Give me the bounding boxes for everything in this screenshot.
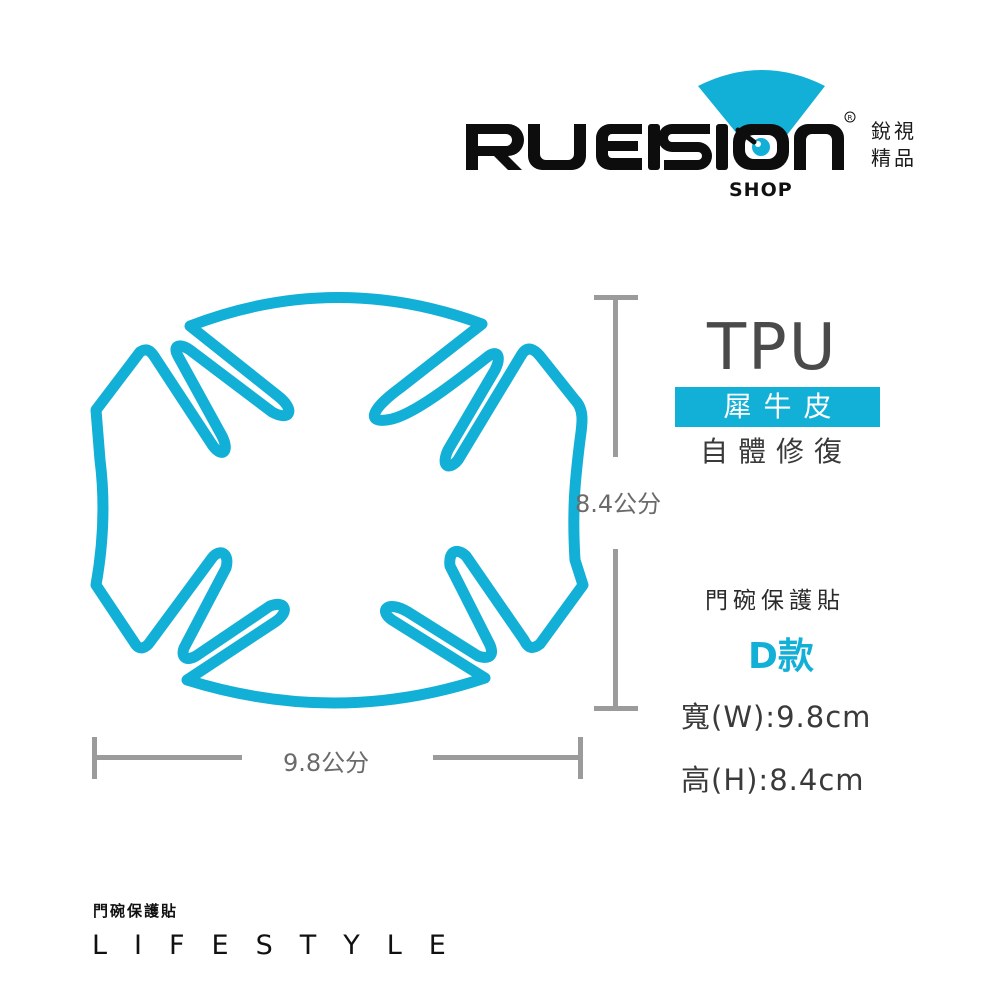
- footer-tagline: LIFESTYLE: [92, 930, 473, 961]
- height-dim-lower-line: [613, 549, 618, 709]
- logo-graphic-icon: R: [466, 70, 856, 170]
- footer-category: 門碗保護貼: [93, 902, 179, 920]
- logo-fan-icon: [698, 70, 825, 135]
- logo-shop-label: SHOP: [729, 179, 793, 201]
- height-dim-upper-line: [613, 297, 618, 457]
- width-dim-left-line: [94, 755, 242, 760]
- height-dim-label: 8.4公分: [575, 490, 662, 518]
- height-dim-bottom-cap: [594, 706, 638, 711]
- material-banner: 犀牛皮: [675, 387, 880, 427]
- width-dim-right-line: [433, 755, 581, 760]
- height-spec: 高(H):8.4cm: [681, 763, 865, 797]
- width-dim-right-cap: [578, 737, 583, 779]
- logo-cjk-line2: 精品: [871, 146, 917, 170]
- width-spec: 寬(W):9.8cm: [681, 700, 872, 734]
- registered-mark-icon: R: [848, 114, 853, 122]
- brand-logo: R 銳視 精品 SHOP: [462, 62, 932, 207]
- product-name: 門碗保護貼: [705, 588, 845, 614]
- width-dim-label: 9.8公分: [283, 749, 370, 777]
- variant-label: D款: [748, 636, 814, 677]
- logo-cjk-line1: 銳視: [871, 119, 917, 143]
- feature-label: 自體修復: [700, 435, 853, 468]
- material-title: TPU: [707, 311, 838, 385]
